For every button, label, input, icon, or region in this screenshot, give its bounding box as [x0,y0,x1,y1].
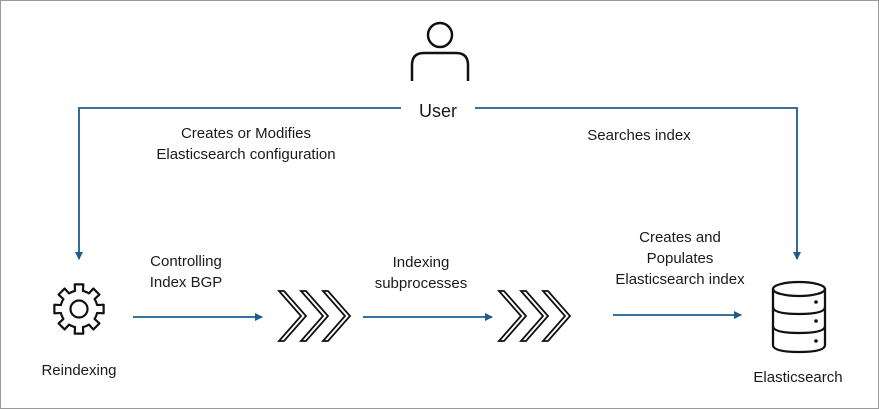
node-label-text: Elasticsearch [753,369,843,386]
user-label-text: User [418,101,457,121]
edge-label-line: Controlling [150,253,222,270]
connector-user-to-reindexing [75,107,401,260]
connector-user-to-elasticsearch [475,107,801,260]
edge-label-line: Elasticsearch configuration [156,146,336,163]
edge-label-create-modify: Creates or Modifies Elasticsearch config… [121,123,371,165]
edge-label-line: Searches index [587,127,691,144]
elasticsearch-label: Elasticsearch [738,367,858,388]
chevron-stage-1 [277,290,352,342]
edge-label-line: Creates or Modifies [180,125,312,142]
chevron-stage-2 [497,290,572,342]
database-icon [771,280,827,354]
edge-label-searches-index: Searches index [569,125,709,146]
user-label: User [398,100,478,122]
reindexing-label: Reindexing [29,360,129,381]
edge-label-controlling: Controlling Index BGP [131,251,241,293]
person-icon [410,21,470,81]
edge-label-indexing: Indexing subprocesses [361,252,481,294]
node-label-text: Reindexing [41,362,117,379]
gear-icon [53,283,105,335]
edge-label-line: Populates [646,250,714,267]
edge-label-line: subprocesses [374,275,468,292]
edge-label-line: Indexing [392,254,450,271]
edge-label-line: Elasticsearch index [615,271,745,288]
edge-label-line: Index BGP [149,274,223,291]
edge-label-populating: Creates and Populates Elasticsearch inde… [600,227,760,290]
edge-label-line: Creates and [639,229,721,246]
